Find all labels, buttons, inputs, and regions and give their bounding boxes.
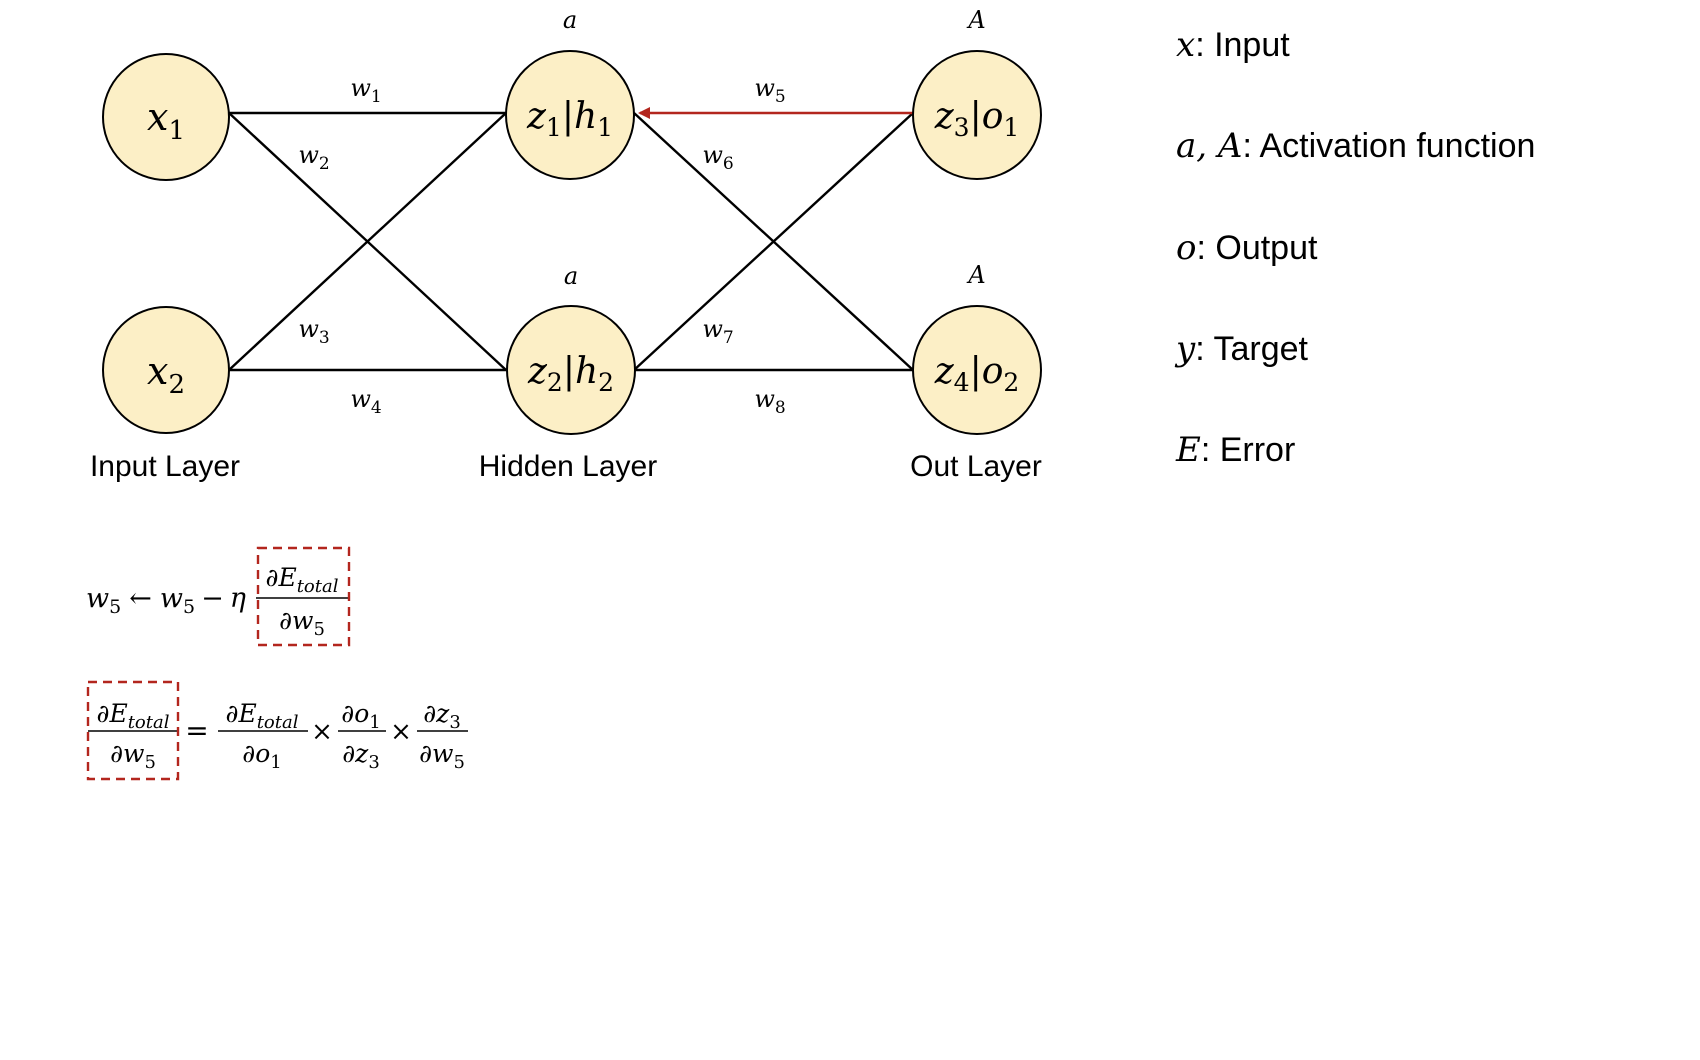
eq2-term1-denominator: ∂w5: [110, 739, 156, 773]
edge-h2-o1: [633, 112, 914, 371]
edge-x2-h1: [228, 112, 507, 371]
layer-label-input: Input Layer: [90, 450, 240, 483]
weight-w8: w8: [754, 385, 785, 418]
eq2-times-1: ×: [311, 717, 333, 747]
weight-w2: w2: [298, 141, 329, 174]
eq2-term4-denominator: ∂w5: [419, 739, 465, 773]
eq2-term2-denominator: ∂o1: [242, 739, 281, 773]
eq2-equals: =: [185, 714, 208, 747]
weight-update-equation: w5←w5−η ∂Etotal ∂w5: [86, 546, 351, 647]
activation-hidden-bottom: a: [564, 262, 578, 290]
activation-out-bottom: A: [966, 261, 985, 289]
node-o1: [912, 50, 1042, 180]
eq2-times-2: ×: [390, 717, 412, 747]
weight-w3: w3: [298, 315, 329, 348]
node-h2: [506, 305, 636, 435]
node-h1-label: z1|h1: [526, 96, 613, 142]
node-o2: [912, 305, 1042, 435]
node-h2-label: z2|h2: [527, 351, 614, 397]
node-x1-label: x1: [147, 95, 185, 146]
eq1-numerator: ∂Etotal: [266, 563, 339, 597]
weight-w4: w4: [350, 385, 381, 418]
node-o1-label: z3|o1: [934, 96, 1020, 142]
node-o2-label: z4|o2: [934, 351, 1020, 397]
eq2-highlight-box: [86, 680, 180, 781]
weight-w6: w6: [702, 141, 733, 174]
weight-w5: w5: [754, 74, 785, 107]
chain-rule-equation: ∂Etotal ∂w5 = ∂Etotal ∂o1 × ∂o1 ∂z3 × ∂z…: [86, 680, 468, 781]
legend: x: Input a, A: Activation function o: Ou…: [1174, 25, 1535, 470]
legend-item-target: y: Target: [1174, 329, 1309, 369]
activation-hidden-top: a: [563, 6, 577, 34]
layer-label-hidden: Hidden Layer: [479, 450, 657, 483]
eq2-term3-numerator: ∂o1: [341, 699, 380, 733]
node-x1: [102, 53, 230, 181]
eq1-denominator: ∂w5: [279, 606, 325, 640]
legend-item-input: x: Input: [1176, 25, 1290, 65]
eq1-lhs: w5←w5−η: [86, 583, 246, 618]
weight-w1: w1: [350, 74, 381, 107]
eq2-term1-numerator: ∂Etotal: [97, 699, 170, 733]
eq2-term4-numerator: ∂z3: [423, 699, 461, 733]
legend-item-output: o: Output: [1176, 228, 1318, 268]
eq2-term3-denominator: ∂z3: [342, 739, 380, 773]
node-h1: [505, 50, 635, 180]
eq1-highlight-box: [256, 546, 351, 647]
node-x2: [102, 306, 230, 434]
eq2-term2-numerator: ∂Etotal: [226, 699, 299, 733]
legend-item-activation: a, A: Activation function: [1176, 126, 1535, 166]
activation-out-top: A: [966, 6, 985, 34]
node-x2-label: x2: [147, 349, 185, 400]
legend-item-error: E: Error: [1175, 430, 1295, 470]
weight-w7: w7: [702, 315, 733, 348]
layer-label-out: Out Layer: [910, 450, 1042, 483]
